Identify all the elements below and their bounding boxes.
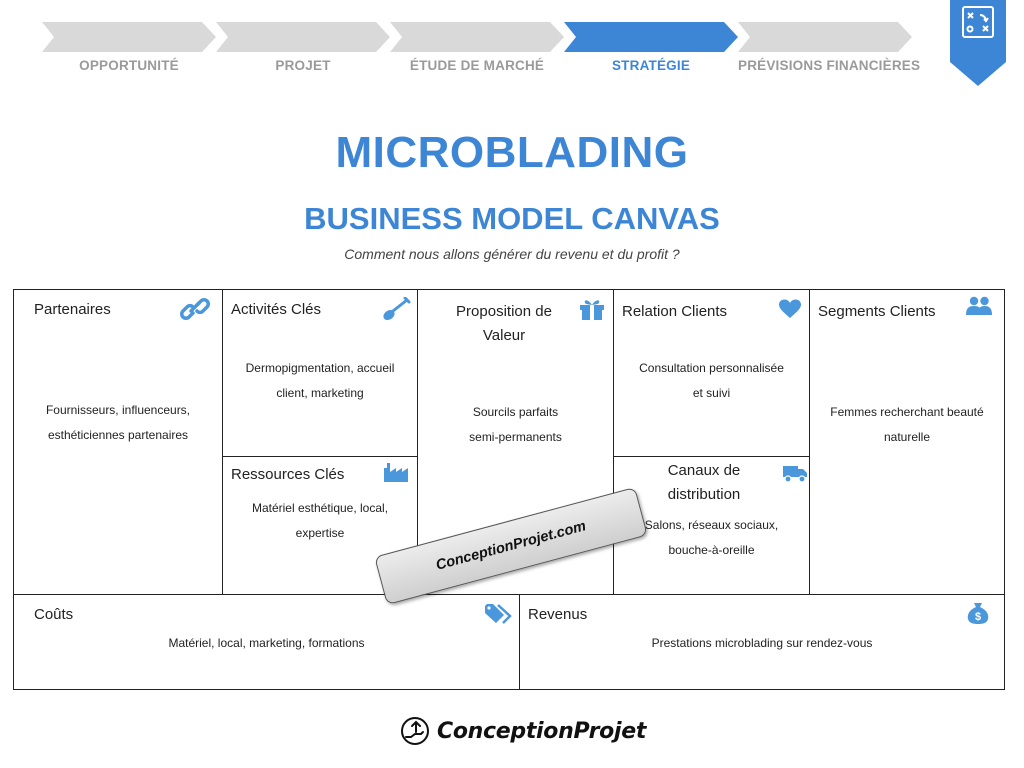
logo-text: ConceptionProjet [437, 718, 647, 744]
cell-couts: Coûts Matériel, local, marketing, format… [13, 594, 520, 690]
cell-body: Sourcils parfaits semi-permanents [469, 405, 562, 444]
business-model-canvas: Partenaires Fournisseurs, influenceurs, … [13, 289, 1005, 690]
step-label: STRATÉGIE [611, 58, 691, 73]
cell-body: Consultation personnalisée et suivi [639, 361, 784, 400]
tag-icon [485, 604, 512, 624]
cell-revenus: Revenus $ Prestations microblading sur r… [519, 594, 1005, 690]
step-previsions-financieres[interactable]: PRÉVISIONS FINANCIÈRES [738, 22, 921, 82]
cell-title: Segments Clients [818, 303, 936, 320]
step-label: OPPORTUNITÉ [79, 58, 179, 73]
cell-body: Dermopigmentation, accueil client, marke… [245, 361, 395, 400]
step-arrow [564, 22, 738, 52]
cell-title: Ressources Clés [231, 466, 345, 483]
page-tagline: Comment nous allons générer du revenu et… [344, 246, 680, 262]
cell-body: Salons, réseaux sociaux, bouche-à-oreill… [644, 518, 779, 557]
step-opportunite[interactable]: OPPORTUNITÉ [42, 22, 216, 82]
cell-body: Matériel esthétique, local, expertise [251, 501, 389, 540]
step-label: PROJET [275, 58, 331, 73]
strategy-board-icon [962, 6, 994, 38]
step-etude-de-marche[interactable]: ÉTUDE DE MARCHÉ [390, 22, 564, 82]
factory-icon [384, 463, 408, 482]
cell-activites-cles: Activités Clés Dermopigmentation, accuei… [222, 289, 418, 457]
step-label: PRÉVISIONS FINANCIÈRES [738, 58, 921, 73]
cell-title: Canaux de distribution [667, 462, 741, 503]
progress-steps: OPPORTUNITÉ PROJET ÉTUDE DE MARCHÉ STRAT… [42, 22, 942, 82]
cell-title: Activités Clés [231, 301, 322, 318]
page-subtitle: BUSINESS MODEL CANVAS [304, 201, 720, 236]
section-badge [950, 0, 1006, 86]
cell-body: Femmes recherchant beauté naturelle [830, 405, 984, 444]
step-label: ÉTUDE DE MARCHÉ [409, 58, 545, 73]
step-arrow [216, 22, 390, 52]
cell-segments-clients: Segments Clients Femmes recherchant beau… [809, 289, 1005, 595]
link-icon [180, 298, 210, 320]
gift-icon [580, 300, 604, 320]
truck-icon [783, 466, 807, 483]
cell-title: Relation Clients [622, 303, 728, 320]
cell-title: Partenaires [34, 301, 111, 318]
heart-icon [779, 299, 801, 318]
page-title: MICROBLADING [335, 128, 689, 177]
money-bag-icon: $ [967, 603, 989, 624]
cell-title: Proposition de Valeur [456, 303, 552, 344]
step-projet[interactable]: PROJET [216, 22, 390, 82]
step-arrow [42, 22, 216, 52]
step-arrow [390, 22, 564, 52]
cell-title: Coûts [34, 606, 74, 623]
cell-body: Prestations microblading sur rendez-vous [651, 636, 873, 650]
cell-partenaires: Partenaires Fournisseurs, influenceurs, … [13, 289, 223, 595]
users-icon [966, 296, 992, 315]
step-strategie[interactable]: STRATÉGIE [564, 22, 738, 82]
cell-relation-clients: Relation Clients Consultation personnali… [613, 289, 810, 457]
svg-text:$: $ [975, 611, 981, 623]
logo-icon [401, 717, 429, 745]
cell-body: Fournisseurs, influenceurs, esthéticienn… [45, 403, 191, 442]
footer-logo: ConceptionProjet [400, 714, 646, 748]
cell-title: Revenus [528, 606, 588, 623]
step-arrow [738, 22, 912, 52]
cell-body: Matériel, local, marketing, formations [168, 636, 365, 650]
shovel-icon [383, 297, 411, 321]
